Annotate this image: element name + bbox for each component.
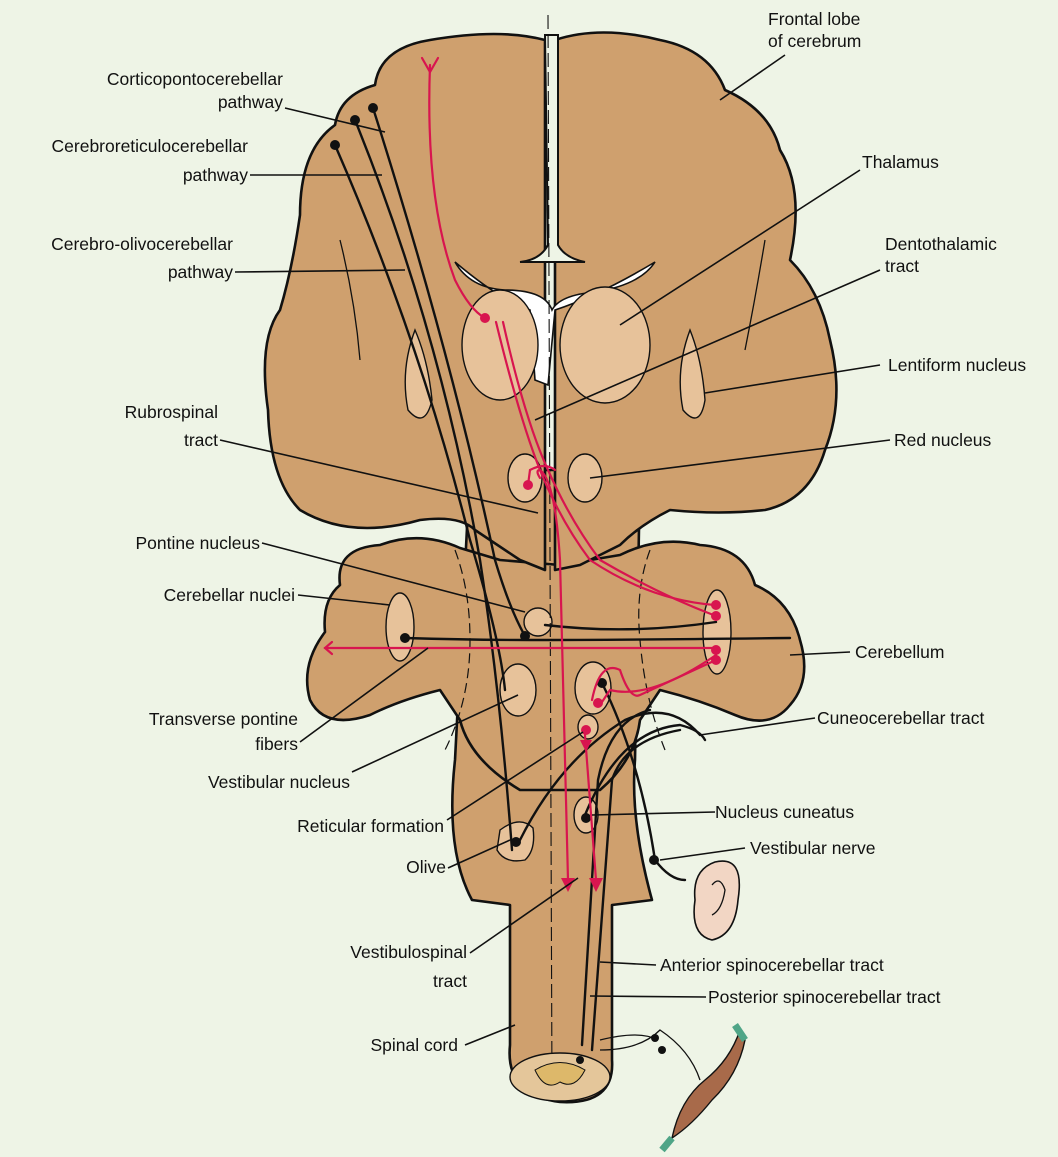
label-lentiform: Lentiform nucleus <box>888 355 1026 375</box>
cerebellum-shape <box>307 538 804 790</box>
label-vestibulospinal-2: tract <box>433 971 467 991</box>
label-cerebellum: Cerebellum <box>855 642 944 662</box>
label-spinal-cord: Spinal cord <box>370 1035 458 1055</box>
label-olive: Olive <box>406 857 446 877</box>
label-pontine-nucleus: Pontine nucleus <box>135 533 260 553</box>
muscle <box>672 1030 745 1138</box>
label-frontal-lobe-2: of cerebrum <box>768 31 861 51</box>
label-vestibular-nerve: Vestibular nerve <box>750 838 876 858</box>
brain-outline <box>265 15 837 1102</box>
right-thalamus <box>560 287 650 403</box>
label-transverse-pontine-2: fibers <box>255 734 298 754</box>
label-corticopontocerebellar-1: Corticopontocerebellar <box>107 69 283 89</box>
label-dentothalamic-1: Dentothalamic <box>885 234 997 254</box>
tendon-bottom <box>662 1138 672 1150</box>
label-cerebroreticulocerebellar-1: Cerebroreticulocerebellar <box>52 136 249 156</box>
right-red-nucleus <box>568 454 602 502</box>
label-cerebellar-nuclei: Cerebellar nuclei <box>164 585 295 605</box>
label-red-nucleus: Red nucleus <box>894 430 992 450</box>
label-vestibular-nucleus: Vestibular nucleus <box>208 772 350 792</box>
pontine-nucleus-shape <box>524 608 552 636</box>
label-vestibulospinal-1: Vestibulospinal <box>350 942 467 962</box>
label-frontal-lobe-1: Frontal lobe <box>768 9 860 29</box>
left-thalamus <box>462 290 538 400</box>
label-reticular-formation: Reticular formation <box>297 816 444 836</box>
label-dentothalamic-2: tract <box>885 256 919 276</box>
label-thalamus: Thalamus <box>862 152 939 172</box>
label-cerebroreticulocerebellar-2: pathway <box>183 165 248 185</box>
label-cerebroolivocerebellar-2: pathway <box>168 262 233 282</box>
label-cuneocerebellar: Cuneocerebellar tract <box>817 708 984 728</box>
left-cerebellar-nucleus <box>386 593 414 661</box>
label-corticopontocerebellar-2: pathway <box>218 92 283 112</box>
label-transverse-pontine-1: Transverse pontine <box>149 709 298 729</box>
label-cerebroolivocerebellar-1: Cerebro-olivocerebellar <box>51 234 233 254</box>
label-nucleus-cuneatus: Nucleus cuneatus <box>715 802 854 822</box>
label-rubrospinal-1: Rubrospinal <box>125 402 218 422</box>
label-posterior-spinocerebellar: Posterior spinocerebellar tract <box>708 987 941 1007</box>
ear <box>694 861 739 940</box>
muscle-afferent <box>600 1030 700 1080</box>
label-anterior-spinocerebellar: Anterior spinocerebellar tract <box>660 955 884 975</box>
label-rubrospinal-2: tract <box>184 430 218 450</box>
